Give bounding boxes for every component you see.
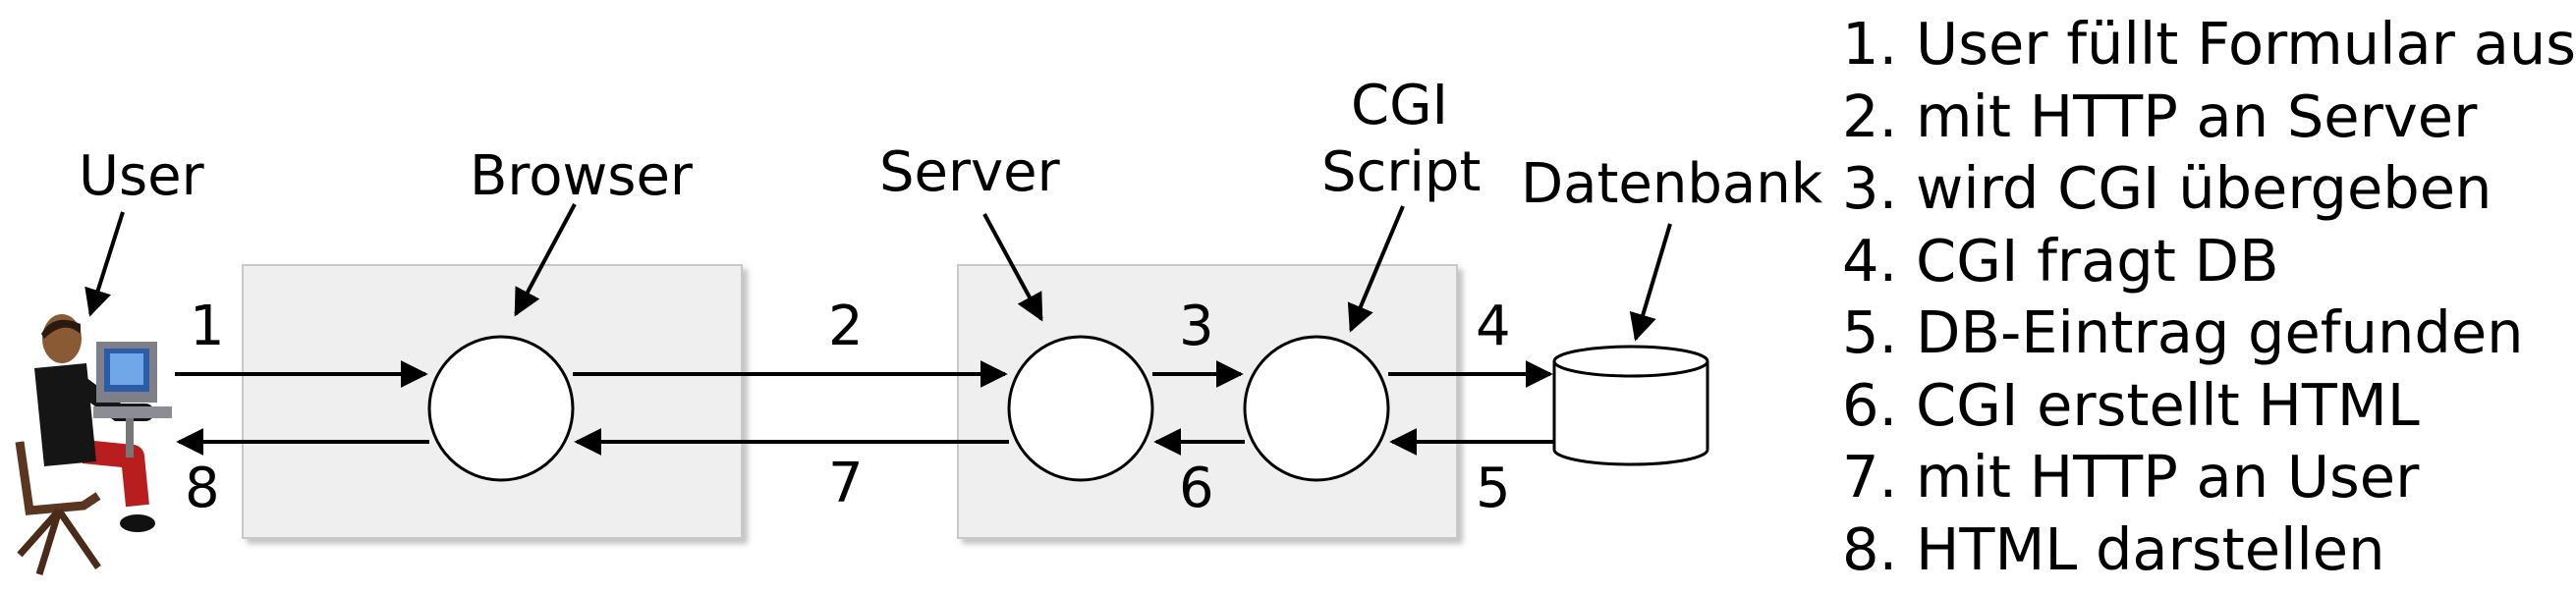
cgi-node [1243,335,1390,482]
cgi-pointer [1347,205,1405,333]
step-number-4: 4 [1476,295,1511,358]
step-number-6: 6 [1179,457,1214,520]
browser-node [427,335,575,482]
legend-item-4: 4. CGI fragt DB [1842,226,2279,295]
step-number-3: 3 [1179,295,1214,358]
step-number-2: 2 [828,295,864,358]
step-number-5: 5 [1476,457,1511,520]
legend-item-6: 6. CGI erstellt HTML [1842,370,2420,439]
legend-item-7: 7. mit HTTP an User [1842,443,2420,511]
server-label: Server [879,140,1060,204]
cgi-label-line1: CGI [1351,74,1449,137]
browser-label: Browser [470,144,693,208]
user-label: User [79,144,204,208]
step-number-1: 1 [190,295,225,358]
user-at-computer-icon [15,314,172,576]
step-number-8: 8 [185,457,220,520]
server-node [1007,335,1154,482]
step-legend: 1. User füllt Formular aus 2. mit HTTP a… [1842,8,2576,585]
legend-item-8: 8. HTML darstellen [1842,514,2385,583]
browser-pointer [514,203,577,317]
step-number-7: 7 [828,452,864,515]
datenbank-cylinder [1552,345,1709,466]
user-pointer [84,211,125,317]
cgi-label-line2: Script [1321,140,1482,204]
legend-item-2: 2. mit HTTP an Server [1842,81,2478,150]
legend-item-5: 5. DB-Eintrag gefunden [1842,298,2524,366]
server-pointer [982,213,1043,322]
legend-item-3: 3. wird CGI übergeben [1842,154,2492,222]
datenbank-label: Datenbank [1521,152,1823,216]
legend-item-1: 1. User füllt Formular aus [1842,10,2576,78]
datenbank-pointer [1629,223,1672,342]
